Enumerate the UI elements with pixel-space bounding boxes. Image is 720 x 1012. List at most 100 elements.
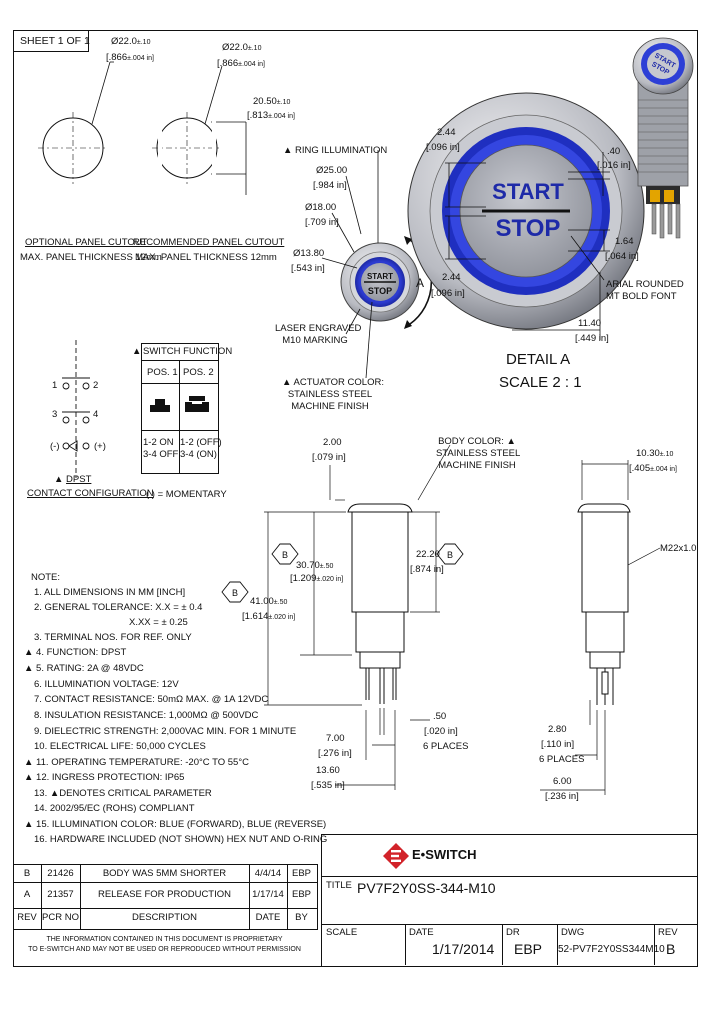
side-dim-1360: 13.60	[316, 765, 340, 776]
dwg-label: DWG	[561, 927, 585, 938]
side-dim-700: 7.00	[326, 733, 345, 744]
rev-header-by: BY	[295, 912, 308, 923]
right-cutout-flat: 20.50±.10	[253, 96, 291, 107]
side-dim-3070: 30.70±.50	[296, 560, 334, 571]
rev-header-date: DATE	[255, 912, 281, 923]
note-12: ▲ 12. INGRESS PROTECTION: IP65	[24, 772, 185, 783]
side-dim-3070-in: [1.209±.020 in]	[290, 573, 344, 584]
title-block	[321, 834, 698, 967]
side-dim-200-in: [.079 in]	[312, 452, 346, 463]
detail-dim-1140-in: [.449 in]	[575, 333, 609, 344]
side-dim-4100: 41.00±.50	[250, 596, 288, 607]
switch-pos1: POS. 1	[147, 367, 178, 378]
left-cutout-dia: Ø22.0±.10	[111, 36, 151, 47]
date-value: 1/17/2014	[432, 941, 495, 957]
detail-dim-244-bot: 2.44	[442, 272, 461, 283]
detail-callout-letter: A	[416, 276, 425, 290]
detail-stop-text: STOP	[496, 215, 561, 242]
right-cutout-dia-in: [.866±.004 in]	[217, 58, 265, 69]
rev-header-rev: REV	[17, 912, 37, 923]
rev-b-pcr: 21426	[47, 868, 74, 879]
rev-header-desc: DESCRIPTION	[132, 912, 197, 923]
detail-dim-244-top-in: [.096 in]	[426, 142, 460, 153]
right-dim-280: 2.80	[548, 724, 567, 735]
detail-dim-40-in: [.016 in]	[597, 160, 631, 171]
note-2: 2. GENERAL TOLERANCE: X.X = ± 0.4	[34, 602, 203, 613]
scale-label: SCALE	[326, 927, 358, 938]
right-dim-1030-in: [.405±.004 in]	[629, 463, 677, 474]
note-9: 9. DIELECTRIC STRENGTH: 2,000VAC MIN. FO…	[34, 726, 297, 737]
date-label: DATE	[409, 927, 434, 938]
right-cutout-flat-in: [.813±.004 in]	[247, 110, 295, 121]
switch-table-title: SWITCH FUNCTION	[143, 346, 233, 357]
detail-title: DETAIL A	[506, 351, 571, 368]
side-dim-700-in: [.276 in]	[318, 748, 352, 759]
side-dim-050-in: [.020 in]	[424, 726, 458, 737]
note-13: 13. ▲DENOTES CRITICAL PARAMETER	[34, 788, 212, 799]
svg-text:B: B	[447, 550, 453, 560]
pin-2: 2	[93, 380, 99, 391]
note-5: ▲ 5. RATING: 2A @ 48VDC	[24, 663, 144, 674]
recommended-cutout-note: MAX. PANEL THICKNESS 12mm	[135, 252, 277, 263]
rev-label: REV	[658, 927, 678, 938]
switch-table-marker: ▲	[132, 346, 142, 357]
note-10: 10. ELECTRICAL LIFE: 50,000 CYCLES	[34, 741, 206, 752]
front-d13-in: [.543 in]	[291, 263, 325, 274]
detail-dim-1140: 11.40	[578, 318, 602, 329]
detail-dim-244-top: 2.44	[437, 127, 456, 138]
pin-minus: (-)	[50, 441, 60, 452]
right-dim-600-in: [.236 in]	[545, 791, 579, 802]
note-3: 3. TERMINAL NOS. FOR REF. ONLY	[34, 632, 192, 643]
front-d25: Ø25.00	[316, 165, 348, 176]
note-11: ▲ 11. OPERATING TEMPERATURE: -20°C TO 55…	[24, 757, 250, 768]
svg-text:B: B	[282, 550, 288, 560]
detail-dim-40: .40	[607, 146, 621, 157]
side-dim-4100-in: [1.614±.020 in]	[242, 611, 296, 622]
note-2b: X.XX = ± 0.25	[129, 617, 188, 628]
revision-table	[13, 864, 318, 930]
pin-3: 3	[52, 409, 58, 420]
rev-a-date: 1/17/14	[252, 889, 284, 900]
detail-scale: SCALE 2 : 1	[499, 374, 582, 391]
side-dim-200: 2.00	[323, 437, 342, 448]
right-thread: M22x1.0	[660, 543, 697, 554]
right-dim-280-in: [.110 in]	[541, 739, 575, 750]
note-14: 14. 2002/95/EC (ROHS) COMPLIANT	[34, 803, 195, 814]
dwg-value: 52-PV7F2Y0SS344M10	[558, 944, 665, 955]
switch-pos2: POS. 2	[183, 367, 214, 378]
sheet-label-box	[13, 30, 89, 52]
eswitch-logo-icon	[383, 843, 409, 869]
side-dim-050: .50	[433, 711, 447, 722]
dr-value: EBP	[514, 941, 543, 957]
front-d18: Ø18.00	[305, 202, 337, 213]
confidential-notice-2: TO E-SWITCH AND MAY NOT BE USED OR REPRO…	[28, 946, 301, 953]
front-stop-text: STOP	[368, 286, 392, 296]
ring-illum-label: ▲ RING ILLUMINATION	[283, 145, 388, 156]
rev-a-pcr: 21357	[47, 889, 74, 900]
detail-dim-244-bot-in: [.096 in]	[431, 288, 465, 299]
side-dim-2220-in: [.874 in]	[410, 564, 444, 575]
front-d25-in: [.984 in]	[313, 180, 347, 191]
sheet-label: SHEET 1 OF 1	[20, 35, 90, 47]
schematic-dpst: ▲ DPST	[54, 474, 92, 485]
side-dim-050-note: 6 PLACES	[423, 741, 469, 752]
note-4: ▲ 4. FUNCTION: DPST	[24, 647, 127, 658]
note-16: 16. HARDWARE INCLUDED (NOT SHOWN) HEX NU…	[34, 834, 328, 845]
pin-1: 1	[52, 380, 58, 391]
rev-b-date: 4/4/14	[254, 868, 282, 879]
rev-a-desc: RELEASE FOR PRODUCTION	[97, 889, 232, 900]
title-value: PV7F2Y0SS-344-M10	[357, 880, 496, 896]
detail-start-text: START	[492, 179, 564, 204]
momentary-legend: ( ) = MOMENTARY	[146, 489, 227, 500]
side-dim-2220: 22.20	[416, 549, 440, 560]
detail-dim-164-in: [.064 in]	[605, 251, 639, 262]
